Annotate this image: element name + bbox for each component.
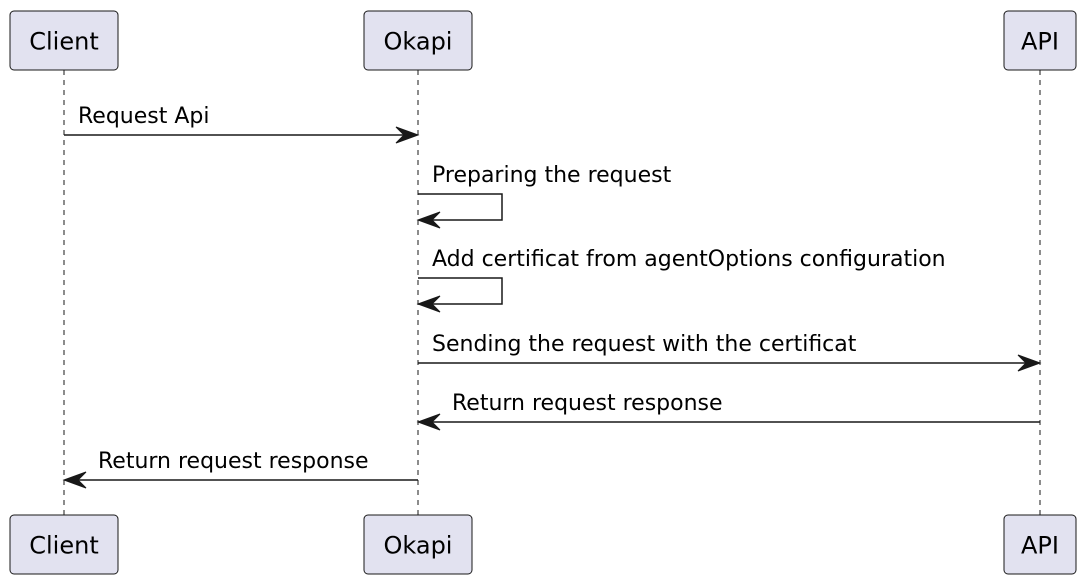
message-6: Return request response — [62, 449, 418, 489]
message-arrowhead-1 — [395, 126, 420, 144]
message-label-6: Return request response — [98, 449, 369, 474]
message-arrowhead-3 — [416, 295, 441, 313]
message-label-3: Add certificat from agentOptions configu… — [432, 247, 946, 272]
message-line-2 — [418, 193, 503, 221]
participants-top: Client Okapi API — [9, 10, 1077, 71]
participant-label-okapi: Okapi — [384, 28, 453, 56]
participant-client-top: Client — [9, 10, 119, 71]
participant-okapi-bottom: Okapi — [363, 514, 473, 575]
participant-label-api: API — [1021, 532, 1059, 560]
message-5: Return request response — [416, 391, 1040, 431]
participant-okapi-top: Okapi — [363, 10, 473, 71]
message-line-3 — [418, 277, 503, 305]
message-label-4: Sending the request with the certificat — [432, 332, 857, 357]
participant-client-bottom: Client — [9, 514, 119, 575]
participant-box-client — [9, 10, 119, 71]
participant-box-client — [9, 514, 119, 575]
message-label-2: Preparing the request — [432, 163, 672, 188]
message-2: Preparing the request — [416, 163, 672, 229]
participant-box-okapi — [363, 514, 473, 575]
participant-box-api — [1003, 514, 1077, 575]
message-arrowhead-2 — [416, 211, 441, 229]
message-arrowhead-5 — [416, 413, 441, 431]
participant-label-client: Client — [29, 532, 98, 560]
participant-api-bottom: API — [1003, 514, 1077, 575]
message-3: Add certificat from agentOptions configu… — [416, 247, 946, 313]
participant-label-okapi: Okapi — [384, 532, 453, 560]
lifelines — [63, 70, 1041, 515]
participant-label-client: Client — [29, 28, 98, 56]
participant-box-okapi — [363, 10, 473, 71]
message-arrowhead-4 — [1017, 354, 1042, 372]
participant-label-api: API — [1021, 28, 1059, 56]
message-1: Request Api — [64, 104, 420, 144]
message-label-5: Return request response — [452, 391, 723, 416]
participants-bottom: Client Okapi API — [9, 514, 1077, 575]
participant-api-top: API — [1003, 10, 1077, 71]
message-arrowhead-6 — [62, 471, 87, 489]
participant-box-api — [1003, 10, 1077, 71]
message-label-1: Request Api — [78, 104, 209, 129]
message-4: Sending the request with the certificat — [418, 332, 1042, 372]
